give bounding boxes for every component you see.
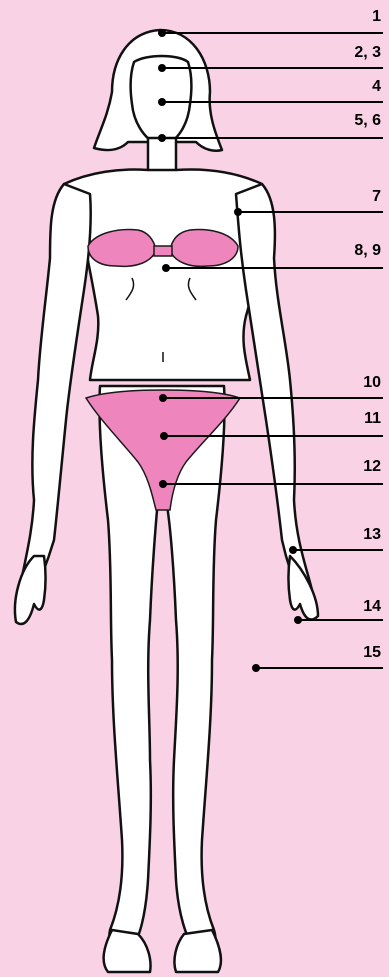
callout-label-12: 12 — [363, 458, 381, 476]
leader-dot-11 — [294, 616, 302, 624]
callout-label-14: 14 — [363, 598, 381, 616]
leader-dot-8 — [160, 432, 168, 440]
right-foot — [174, 930, 220, 972]
callout-label-2-3: 2, 3 — [354, 44, 381, 62]
neck — [148, 138, 176, 174]
leader-dot-3 — [158, 98, 166, 106]
callout-label-8-9: 8, 9 — [354, 242, 381, 260]
leader-dot-12 — [252, 664, 260, 672]
callout-label-10: 10 — [363, 374, 381, 392]
callout-label-13: 13 — [363, 526, 381, 544]
callout-label-1: 1 — [372, 8, 381, 26]
leader-dot-2 — [158, 64, 166, 72]
leader-dot-1 — [158, 29, 166, 37]
bra-center — [154, 246, 172, 256]
leader-dot-5 — [234, 208, 242, 216]
leader-dot-10 — [289, 546, 297, 554]
callout-label-4: 4 — [372, 78, 381, 96]
callout-label-7: 7 — [372, 188, 381, 206]
leader-dot-4 — [158, 134, 166, 142]
callout-label-5-6: 5, 6 — [354, 112, 381, 130]
callout-label-15: 15 — [363, 644, 381, 662]
callout-label-11: 11 — [364, 410, 381, 428]
leader-dot-6 — [162, 264, 170, 272]
leader-dot-7 — [159, 394, 167, 402]
leader-dot-9 — [159, 480, 167, 488]
